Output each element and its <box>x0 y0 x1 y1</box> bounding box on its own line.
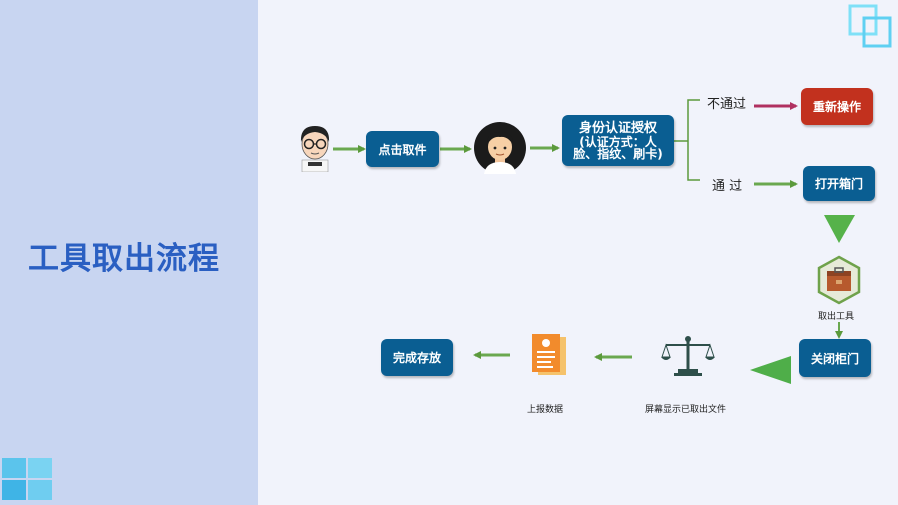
decorative-frames-icon <box>848 4 892 48</box>
complete-storage-button[interactable]: 完成存放 <box>381 339 453 376</box>
click-pickup-button[interactable]: 点击取件 <box>366 131 439 167</box>
triangle-left <box>750 356 791 384</box>
decorative-squares-icon <box>2 458 52 500</box>
triangle-down <box>824 215 855 243</box>
upload-label: 上报数据 <box>527 405 564 415</box>
pass-label: 通 过 <box>712 179 743 194</box>
page-title: 工具取出流程 <box>28 241 220 277</box>
close-door-button[interactable]: 关闭柜门 <box>799 339 871 377</box>
open-box-button[interactable]: 打开箱门 <box>803 166 875 201</box>
screen-show-label: 屏幕显示已取出文件 <box>645 405 727 415</box>
toolbox-icon <box>817 255 861 305</box>
identity-auth-button[interactable]: 身份认证授权 (认证方式：人 脸、指纹、刷卡) <box>562 115 674 166</box>
fail-label: 不通过 <box>707 97 747 112</box>
document-icon <box>532 334 566 375</box>
branch-bracket <box>687 99 700 181</box>
user-glasses-icon <box>300 126 330 172</box>
take-tool-label: 取出工具 <box>818 312 855 322</box>
retry-button[interactable]: 重新操作 <box>801 88 873 125</box>
scale-icon <box>661 336 715 376</box>
user-avatar-icon <box>474 122 526 174</box>
left-panel <box>0 0 258 505</box>
